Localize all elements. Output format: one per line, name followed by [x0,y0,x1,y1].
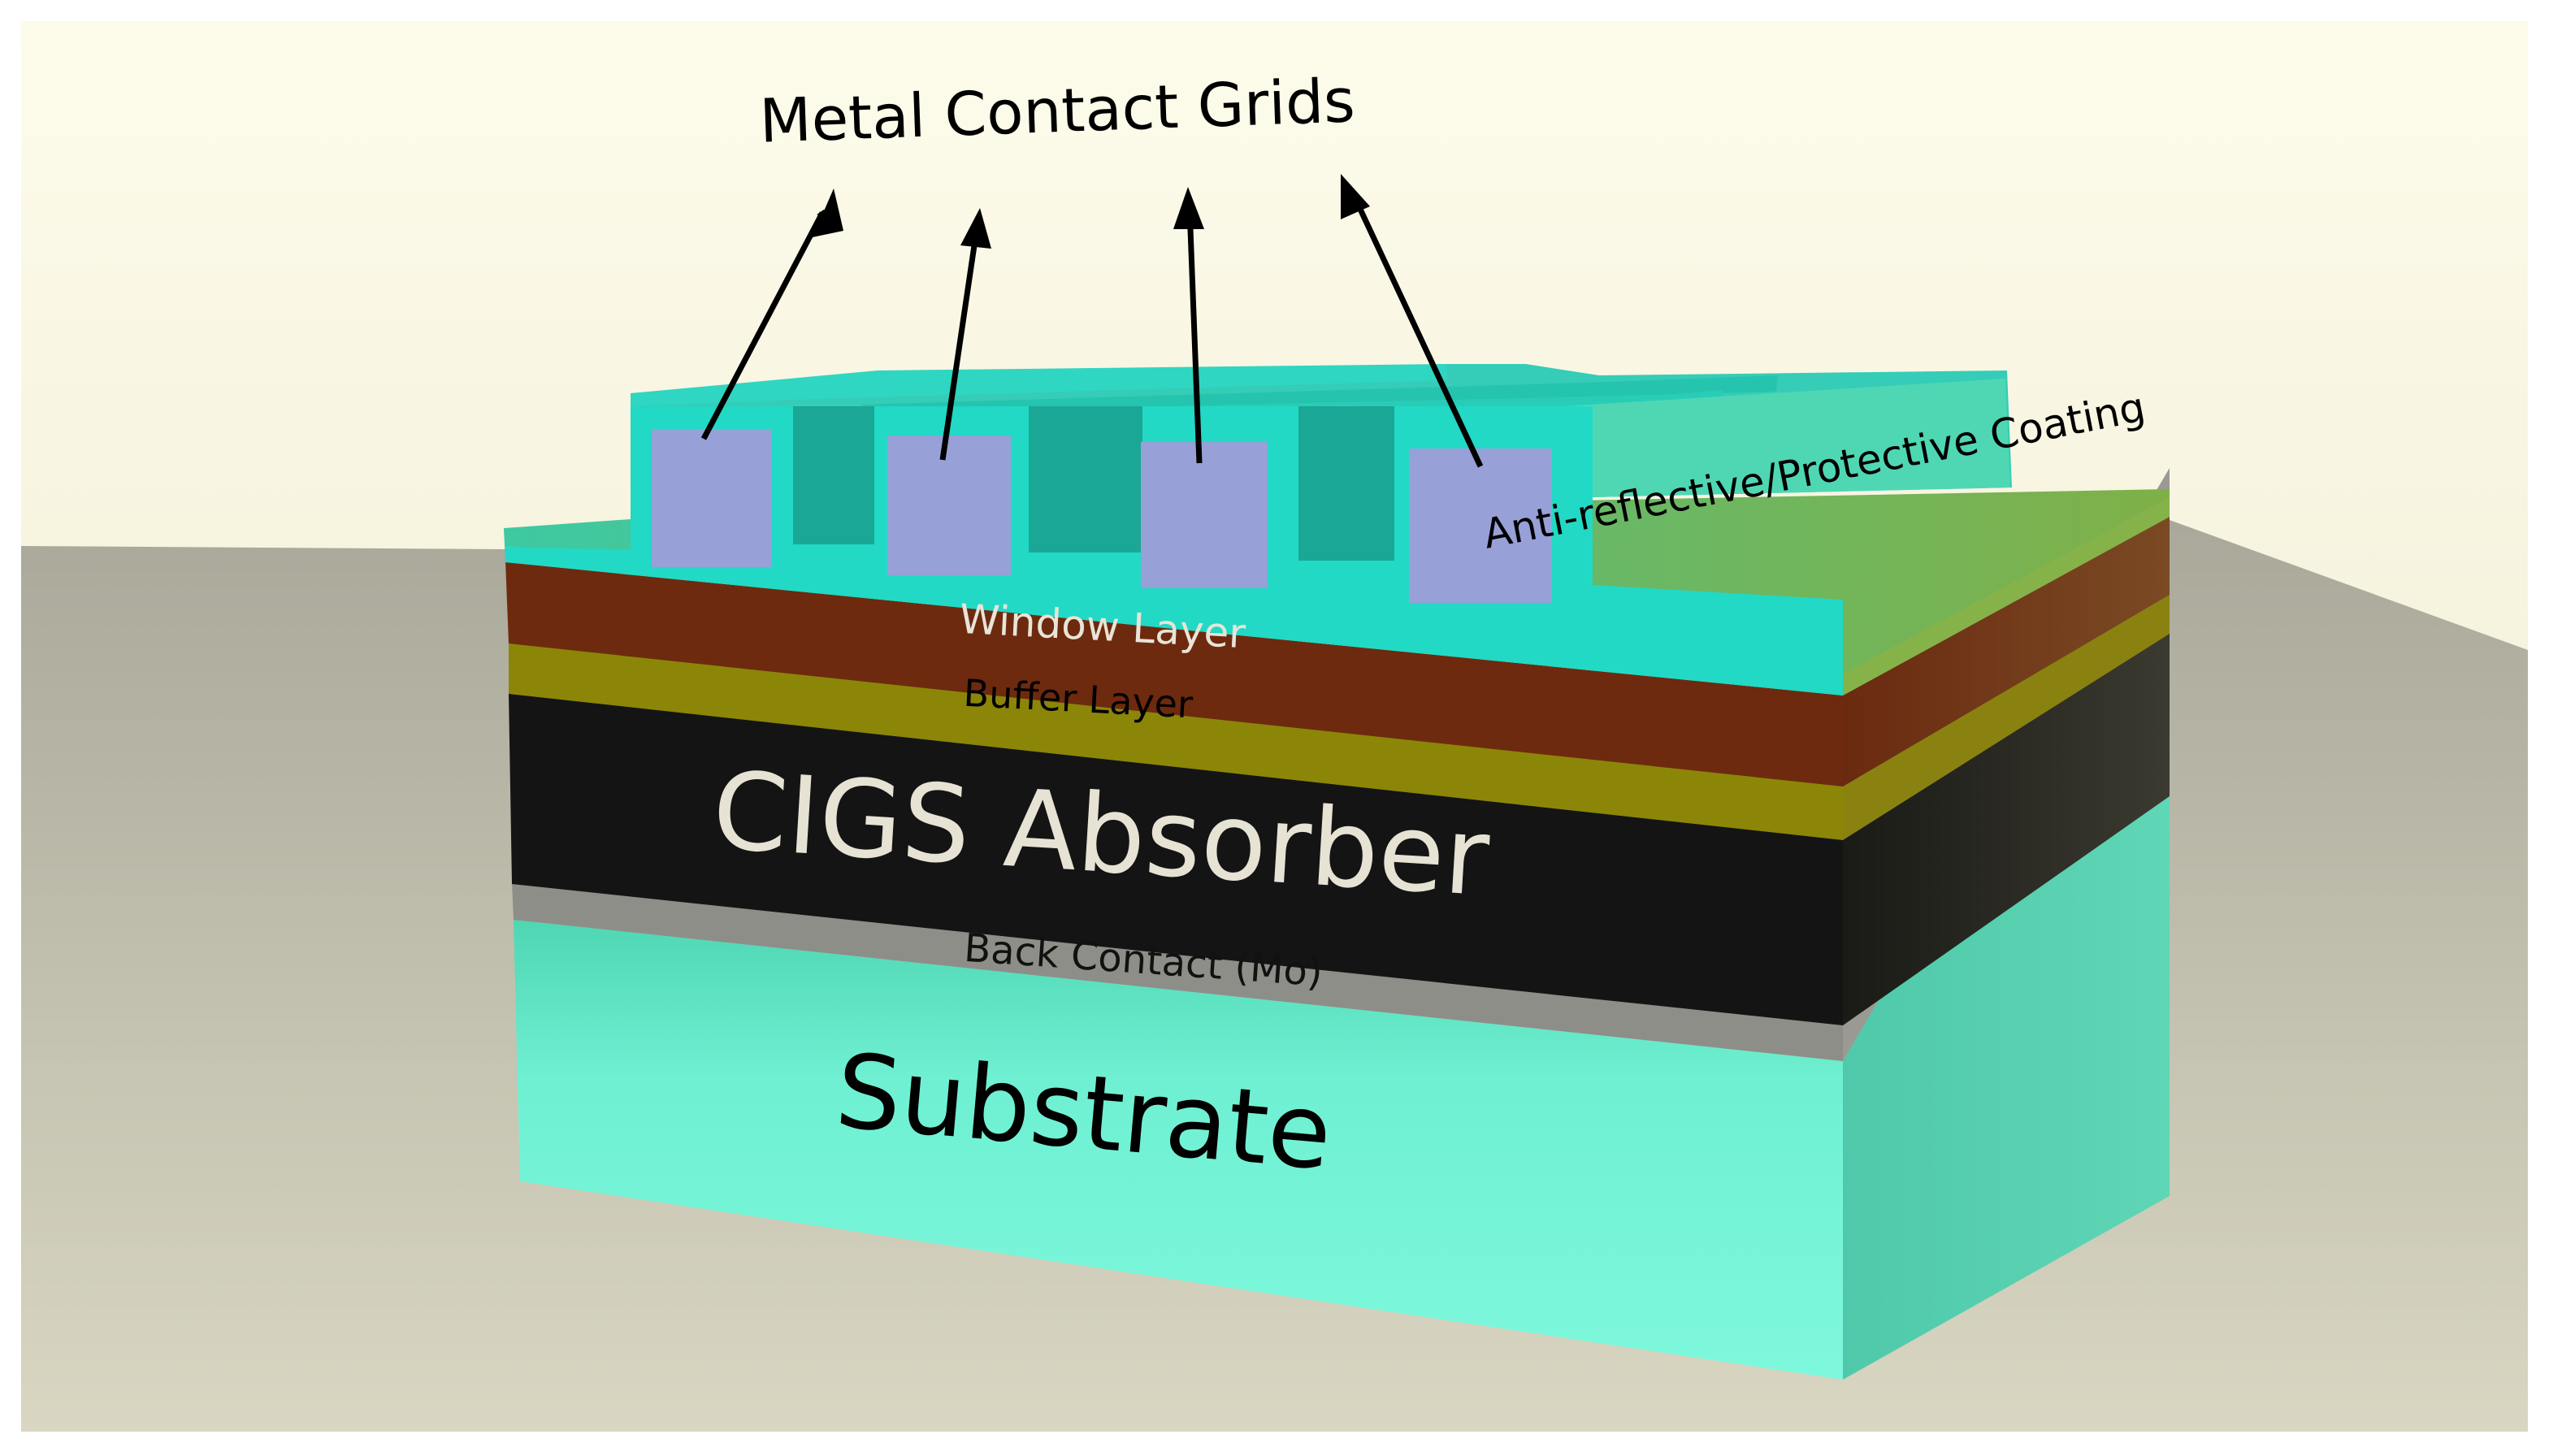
absorber-front [509,692,1843,1025]
arrow-4 [1349,188,1484,468]
arrowhead-4 [1341,174,1370,219]
coating-edge-side [1843,497,2170,696]
window-front [505,561,1843,786]
arrowhead-3 [1173,187,1204,229]
absorber-side [1843,632,2170,1025]
coating-groove-1 [793,406,874,544]
buffer-front [509,642,1843,840]
arrow-2 [939,225,981,461]
coating-groove-2 [1029,406,1142,552]
arrow-3 [1186,204,1203,464]
substrate-front [514,920,1843,1380]
arrowhead-2 [960,208,991,249]
metal-grid-1 [652,429,772,567]
back-contact-front [512,882,1843,1061]
window-side [1843,515,2170,786]
arrowhead-1 [813,188,843,237]
metal-grid-3 [1141,442,1268,588]
buffer-side [1843,593,2170,840]
metal-grid-4 [1409,448,1552,603]
grid-arrows [700,188,1484,468]
coating-rib-top-1 [631,364,1448,406]
coating-rib-top-2 [861,375,1778,416]
metal-grid-2 [887,436,1011,575]
coating-groove-3 [1298,406,1394,561]
arrow-1 [700,209,826,440]
